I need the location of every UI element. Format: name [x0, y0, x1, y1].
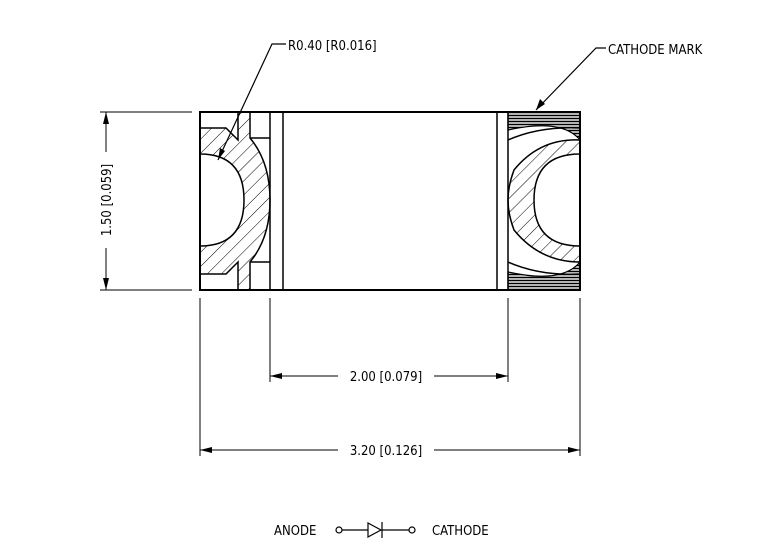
- overall-width-arrow-left: [200, 447, 212, 453]
- cathode-mark-leader-arrow: [536, 99, 545, 110]
- height-arrow-bottom: [103, 278, 109, 290]
- radius-label: R0.40 [R0.016]: [288, 39, 377, 54]
- right-terminal-hatched: [507, 139, 581, 263]
- anode-label: ANODE: [274, 524, 316, 539]
- radius-leader-arrow: [218, 148, 225, 160]
- inner-width-dim-label: 2.00 [0.079]: [350, 370, 422, 385]
- cathode-mark-leader: [535, 47, 606, 111]
- inner-width-arrow-right: [496, 373, 508, 379]
- right-terminal-curve: [507, 261, 581, 275]
- radius-leader: [217, 43, 286, 161]
- height-arrow-top: [103, 112, 109, 124]
- overall-width-arrow-right: [568, 447, 580, 453]
- overall-width-dim-label: 3.20 [0.126]: [350, 444, 422, 459]
- cathode-mark-label: CATHODE MARK: [608, 43, 703, 58]
- cathode-label: CATHODE: [432, 524, 489, 539]
- inner-width-arrow-left: [270, 373, 282, 379]
- height-dim-label: 1.50 [0.059]: [100, 164, 115, 236]
- package-outline: [199, 111, 581, 291]
- left-terminal-hatched: [199, 111, 271, 291]
- right-terminal-curve: [507, 127, 581, 141]
- diode-symbol-icon: [335, 521, 416, 539]
